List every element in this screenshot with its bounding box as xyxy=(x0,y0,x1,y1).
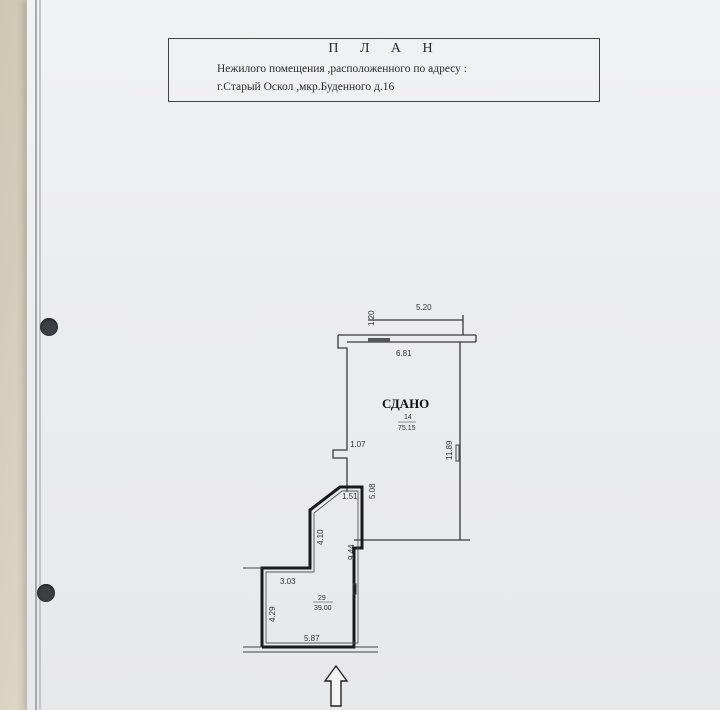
punch-hole xyxy=(40,318,58,336)
document-subtitle-line1: Нежилого помещения ,расположенного по ад… xyxy=(217,63,468,75)
dim-1-20: 1.20 xyxy=(367,310,376,326)
arrow-up-icon xyxy=(323,664,349,707)
dim-4-29: 4.29 xyxy=(268,606,277,622)
dim-5-08: 5.08 xyxy=(368,483,377,499)
room-29-area: 39.00 xyxy=(314,605,332,612)
room-14-outline xyxy=(332,315,477,541)
room-14-number: 14 xyxy=(404,414,412,421)
dim-11-89: 11.89 xyxy=(445,440,454,460)
dim-6-81: 6.81 xyxy=(396,349,412,358)
door-mark xyxy=(352,583,357,595)
sheet-edge-line xyxy=(39,0,41,710)
title-block: П Л А Н Нежилого помещения ,расположенно… xyxy=(168,38,600,102)
paper-sheet xyxy=(26,0,720,710)
room-29-inner-outline xyxy=(265,490,359,644)
document-title: П Л А Н xyxy=(328,41,442,56)
room-29-outline xyxy=(260,485,364,649)
dim-1-07: 1.07 xyxy=(350,440,366,449)
door-mark xyxy=(455,444,460,462)
dim-4-10: 4.10 xyxy=(316,529,325,545)
dim-1-51: 1.51 xyxy=(342,492,358,501)
dim-9-44: 9.44 xyxy=(347,544,356,560)
dim-5-87: 5.87 xyxy=(304,634,320,643)
sheet-edge-line xyxy=(35,0,37,710)
window-mark xyxy=(368,338,390,342)
punch-hole xyxy=(37,584,55,602)
room-14-area: 75.15 xyxy=(398,425,416,432)
dim-3-03: 3.03 xyxy=(280,577,296,586)
dim-5-20: 5.20 xyxy=(416,303,432,312)
status-label: СДАНО xyxy=(382,396,429,411)
room-29-number: 29 xyxy=(318,595,326,602)
document-address-line: г.Старый Оскол ,мкр.Буденного д.16 xyxy=(217,81,395,93)
